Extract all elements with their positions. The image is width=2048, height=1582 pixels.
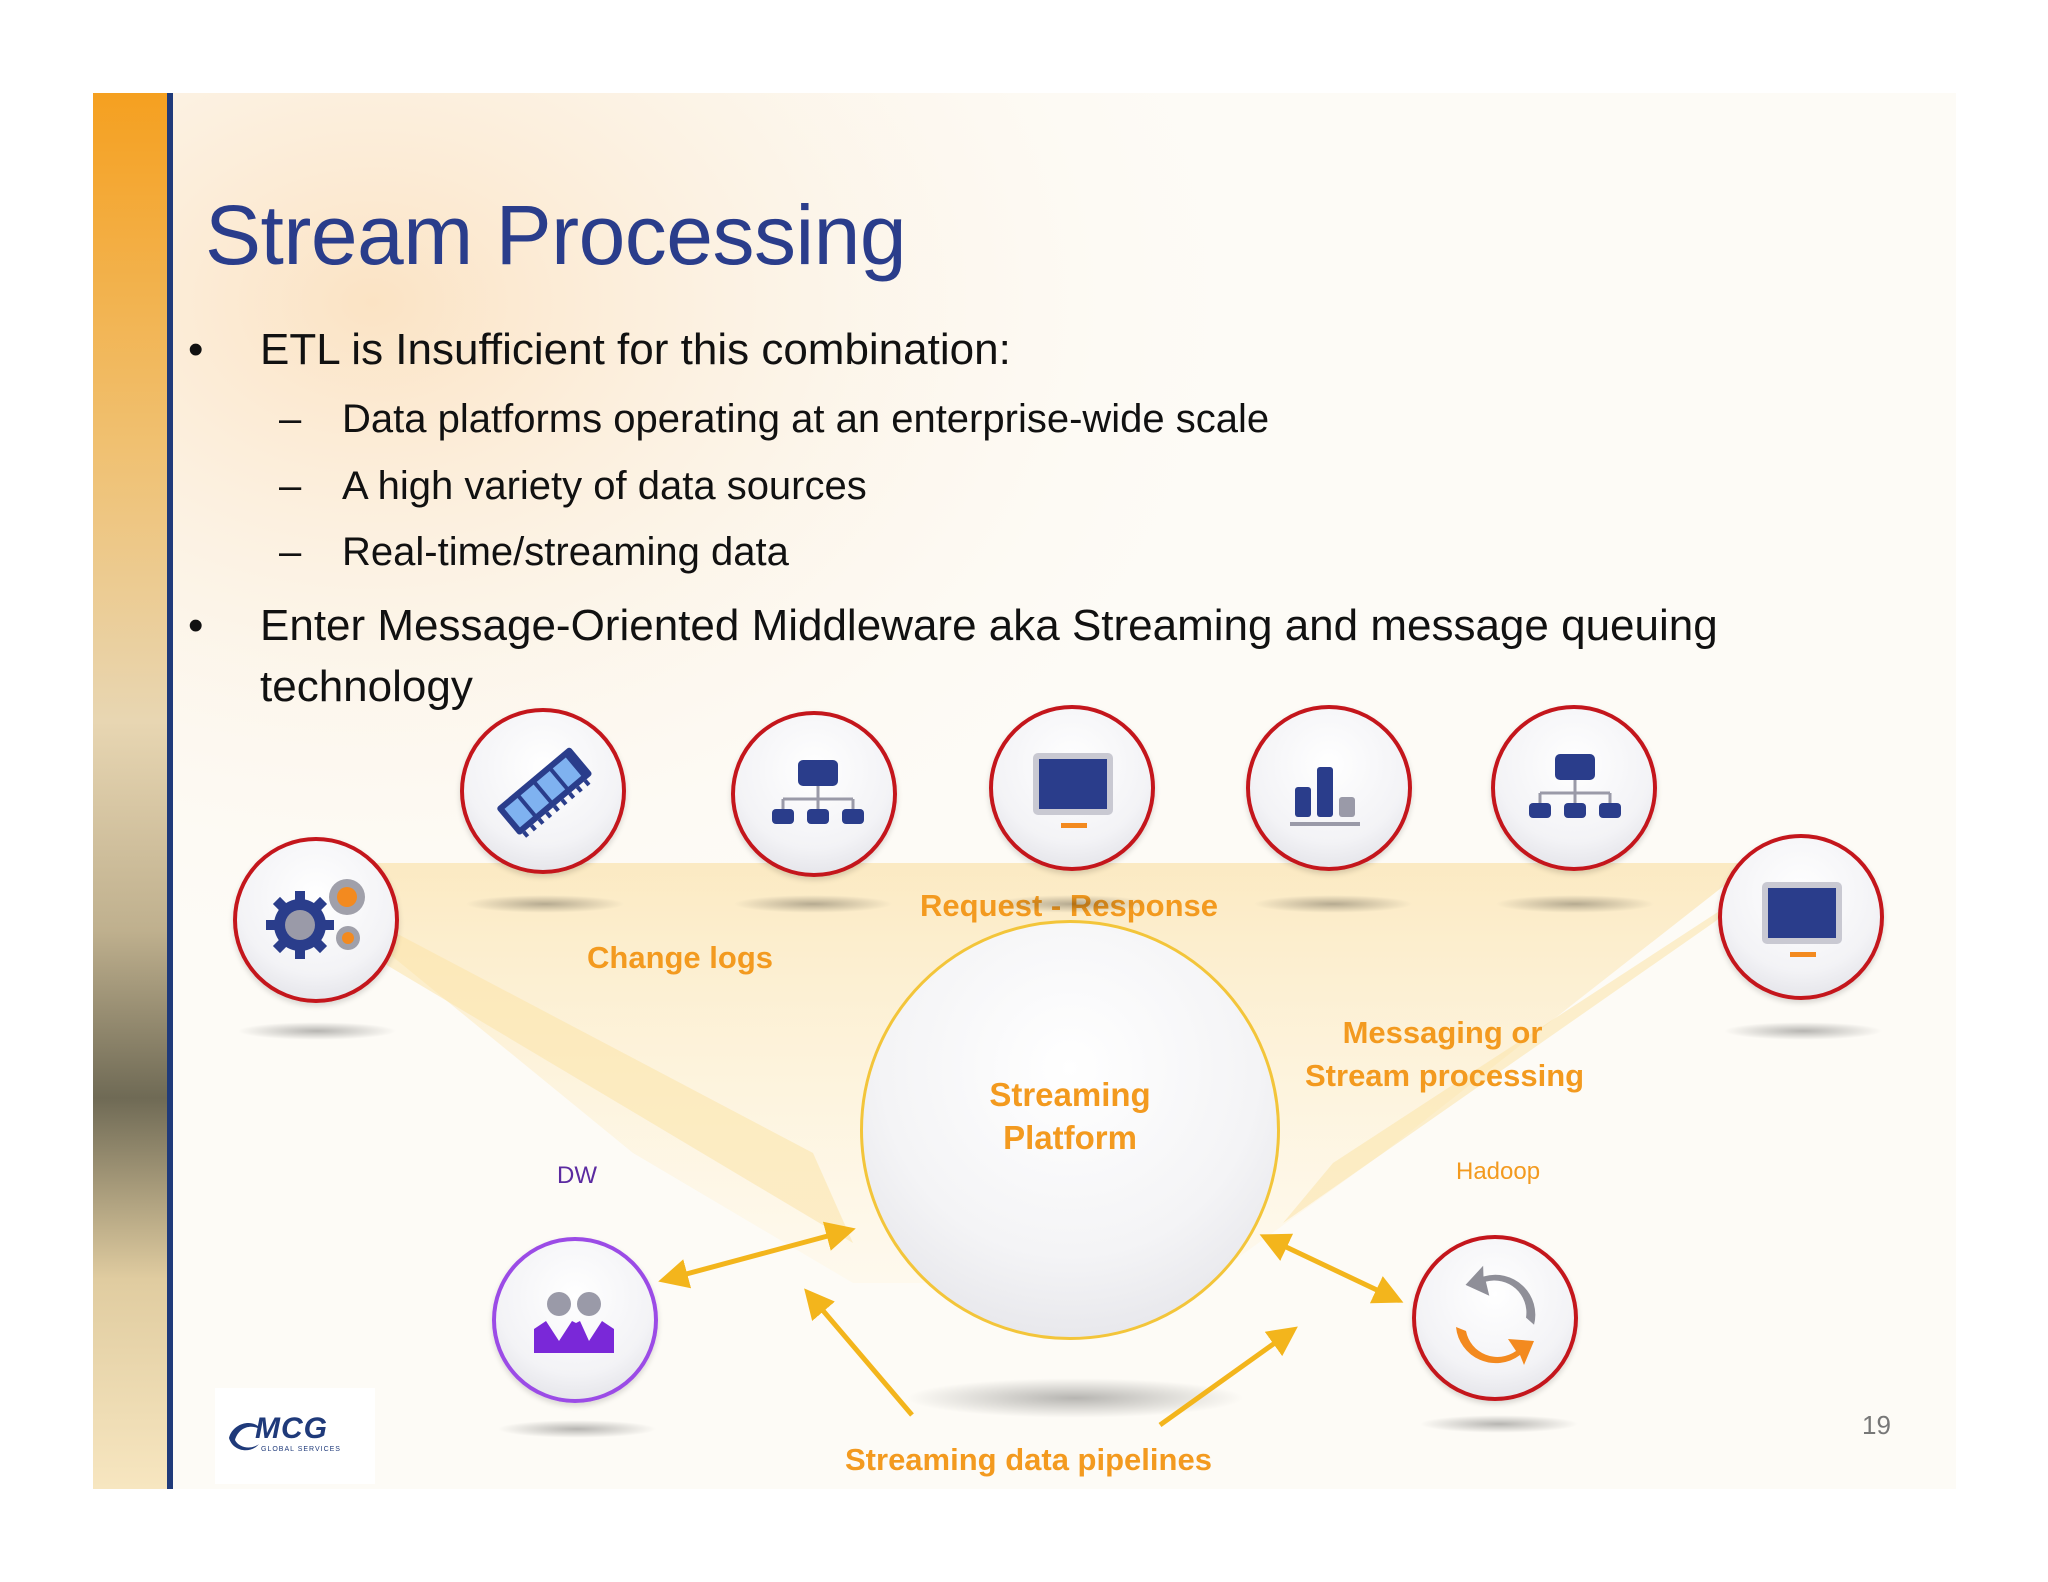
monitor-circle [989, 705, 1155, 871]
icon-shadow [1253, 895, 1413, 913]
subitem-2: A high variety of data sources [342, 464, 867, 508]
platform-label-line1: Streaming [989, 1076, 1151, 1113]
arrow-pipeline-right [1158, 1326, 1298, 1428]
bullet-mark: • [188, 601, 204, 650]
org-chart-icon [1529, 754, 1621, 818]
logo-subtext: GLOBAL SERVICES [261, 1446, 341, 1453]
platform-label: Streaming Platform [863, 1073, 1277, 1159]
org-chart-circle [731, 711, 897, 877]
globe-swirl-icon [229, 1423, 261, 1451]
subitem-3: Real-time/streaming data [342, 530, 789, 574]
platform-shadow [905, 1378, 1245, 1418]
platform-label-line2: Platform [1003, 1119, 1137, 1156]
icon-shadow [733, 895, 893, 913]
bar-chart-circle [1246, 705, 1412, 871]
bullet-1: ETL is Insufficient for this combination… [260, 325, 1011, 374]
label-messaging-2: Stream processing [1305, 1058, 1585, 1093]
dw-circle [492, 1237, 658, 1403]
monitor-circle [1718, 834, 1884, 1000]
gears-icon [266, 879, 365, 959]
icon-shadow [992, 895, 1152, 913]
org-chart-icon [772, 760, 864, 824]
memory-chip-icon [497, 747, 592, 838]
label-dw: DW [557, 1162, 597, 1189]
title-accent-bar [167, 93, 173, 1489]
icon-shadow [465, 895, 625, 913]
slide-title: Stream Processing [205, 188, 907, 282]
label-pipelines: Streaming data pipelines [845, 1442, 1212, 1477]
dash-mark: – [279, 530, 302, 574]
streaming-platform: Streaming Platform [860, 920, 1280, 1340]
label-hadoop: Hadoop [1456, 1158, 1541, 1185]
bullet-2-line1: Enter Message-Oriented Middleware aka St… [260, 601, 1718, 650]
monitor-icon [1033, 753, 1113, 828]
org-chart-circle [1491, 705, 1657, 871]
arrow-dw [658, 1221, 856, 1289]
page-number: 19 [1862, 1410, 1891, 1440]
arrow-hadoop [1259, 1233, 1404, 1304]
monitor-icon [1762, 882, 1842, 957]
label-change-logs: Change logs [587, 940, 774, 975]
label-request-response: Request - Response [920, 888, 1218, 923]
logo-text: MCG [255, 1412, 328, 1445]
mcg-logo: MCG GLOBAL SERVICES [215, 1388, 375, 1484]
icon-shadow [1495, 895, 1655, 913]
icon-shadow [237, 1022, 397, 1040]
subitem-1: Data platforms operating at an enterpris… [342, 397, 1270, 441]
bar-chart-icon [1290, 767, 1360, 826]
icon-shadow [1419, 1415, 1579, 1433]
refresh-icon [1456, 1265, 1536, 1365]
dash-mark: – [279, 464, 302, 508]
bullet-2-line2: technology [260, 662, 473, 711]
gears-circle [233, 837, 399, 1003]
users-icon [534, 1292, 614, 1353]
icon-shadow [497, 1420, 657, 1438]
icon-shadow [1723, 1022, 1883, 1040]
bullet-mark: • [188, 325, 204, 374]
hadoop-circle [1412, 1235, 1578, 1401]
arrow-pipeline-left [804, 1288, 914, 1417]
label-messaging-1: Messaging or [1342, 1015, 1543, 1050]
memory-circle [460, 708, 626, 874]
dash-mark: – [279, 397, 302, 441]
